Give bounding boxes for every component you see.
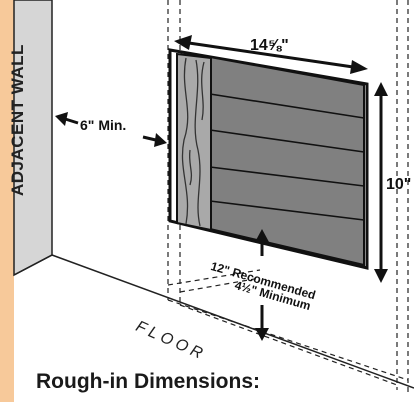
wood-stud <box>176 52 212 232</box>
heater-panel <box>209 55 365 267</box>
floor-edge <box>51 254 414 389</box>
adjacent-wall-label: ADJACENT WALL <box>8 44 27 196</box>
side-accent-stripe <box>0 0 14 402</box>
floor-clearance-arrows <box>255 229 269 341</box>
stud-lines <box>167 0 409 395</box>
side-clearance-label: 6" Min. <box>80 117 127 133</box>
height-arrow <box>374 82 388 283</box>
side-clearance-arrows <box>55 112 167 147</box>
width-arrow <box>174 35 368 74</box>
width-dimension-label: 14⅝" <box>250 37 289 54</box>
wood-grain <box>181 57 205 227</box>
caption-title: Rough-in Dimensions: <box>36 370 260 393</box>
panel-slats <box>209 93 365 221</box>
height-dimension-label: 10" <box>386 176 412 193</box>
floor-edge-rear <box>13 254 53 276</box>
